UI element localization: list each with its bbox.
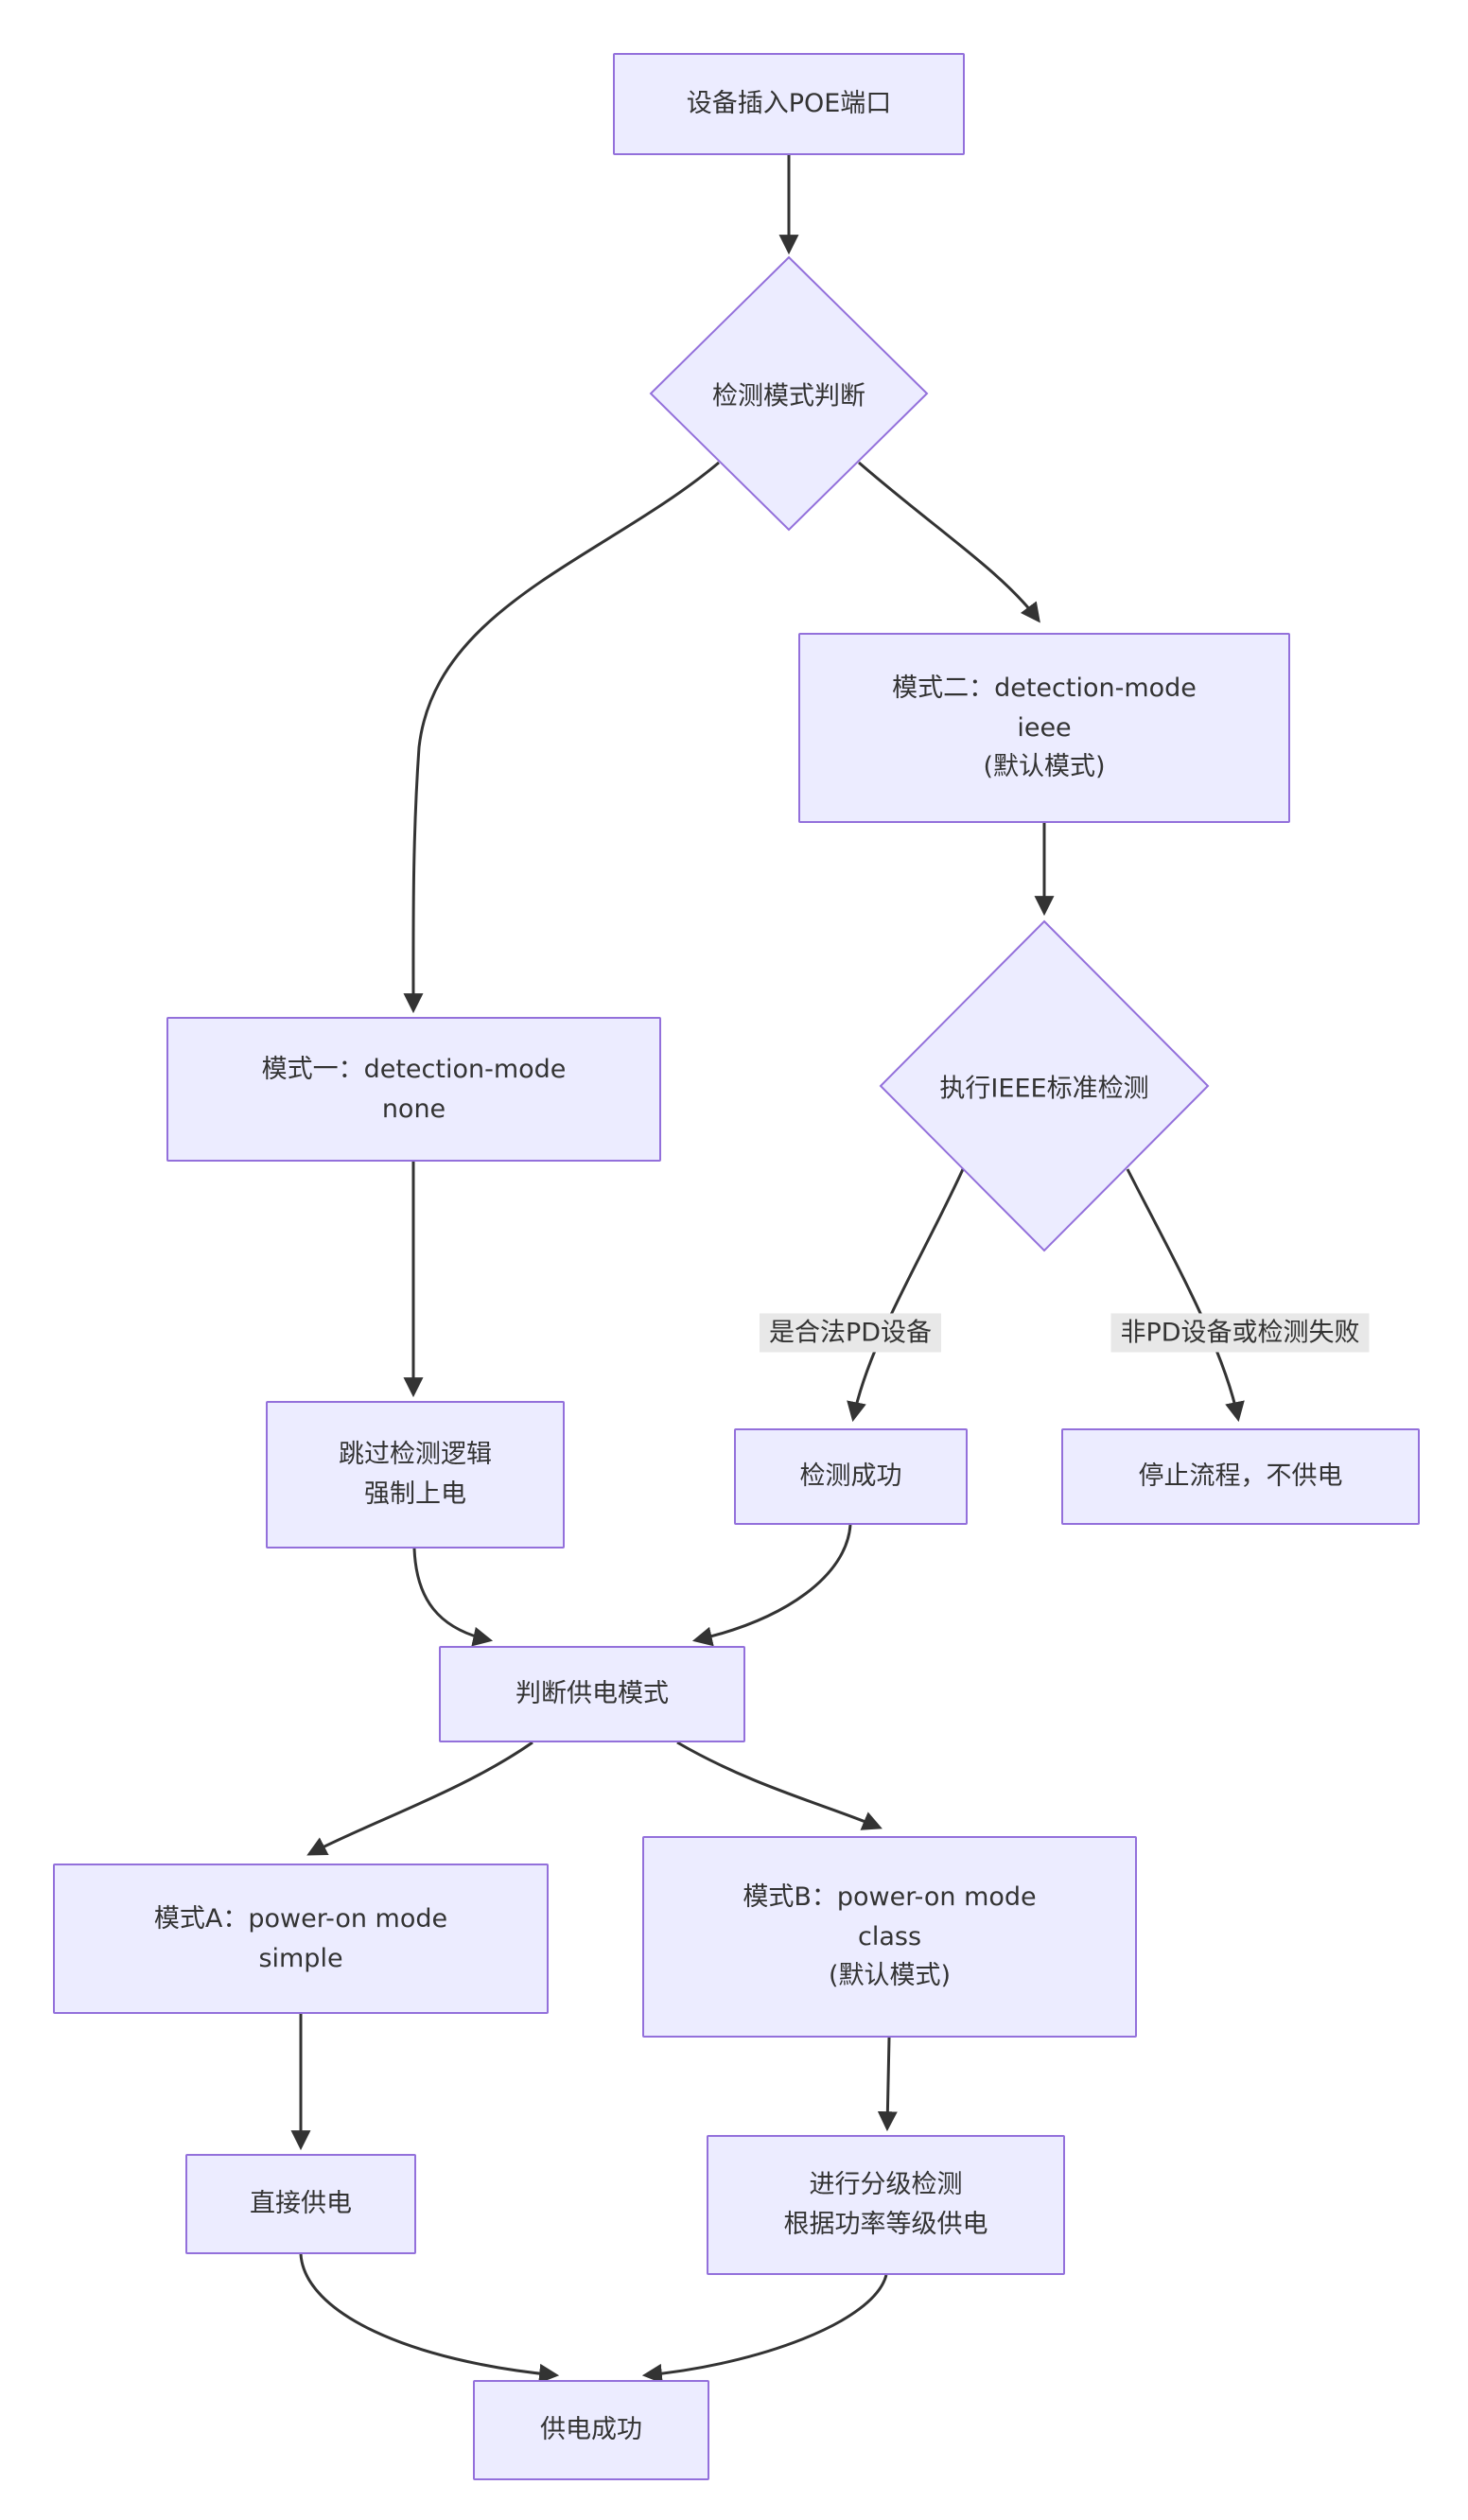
node-mode1-line1: 模式一：detection-mode (261, 1054, 567, 1084)
node-detect-success: 检测成功 (734, 1428, 968, 1525)
edge-powermode-to-modeB (676, 1741, 883, 1830)
node-stop-no-power-label: 停止流程，不供电 (1138, 1461, 1343, 1492)
edge-ieee-to-detectok (847, 1168, 965, 1423)
node-direct-power: 直接供电 (185, 2154, 416, 2254)
node-skip-detection-line2: 强制上电 (364, 1479, 466, 1509)
node-stop-no-power: 停止流程，不供电 (1061, 1428, 1420, 1525)
node-class-detection-line1: 进行分级检测 (809, 2170, 963, 2200)
node-modeB-line3: (默认模式) (828, 1961, 952, 1991)
node-mode1: 模式一：detection-mode none (166, 1017, 661, 1162)
node-direct-power-label: 直接供电 (250, 2189, 352, 2219)
node-device-insert: 设备插入POE端口 (613, 53, 965, 155)
node-class-detection: 进行分级检测 根据功率等级供电 (707, 2135, 1065, 2275)
edge-label-valid-pd: 是合法PD设备 (759, 1313, 942, 1353)
node-mode2-line1: 模式二：detection-mode (892, 673, 1197, 703)
node-modeB: 模式B：power-on mode class (默认模式) (642, 1836, 1137, 2038)
node-power-success: 供电成功 (473, 2380, 709, 2480)
edge-decision-to-mode2 (858, 461, 1040, 623)
node-modeA: 模式A：power-on mode simple (53, 1864, 549, 2014)
node-mode2-line2: ieee (1017, 712, 1072, 743)
edge-classdetect-to-success (641, 2274, 888, 2384)
node-modeB-line2: class (857, 1921, 922, 1951)
node-skip-detection-line1: 跳过检测逻辑 (339, 1440, 492, 1470)
edge-skip-to-powermode (412, 1548, 494, 1647)
node-power-mode-decision: 判断供电模式 (439, 1646, 745, 1742)
diamond-detection-mode-decision (649, 255, 929, 532)
edge-detectok-to-powermode (691, 1524, 852, 1647)
node-modeA-line1: 模式A：power-on mode (153, 1903, 448, 1934)
edge-direct-to-success (299, 2253, 560, 2384)
node-power-mode-decision-label: 判断供电模式 (516, 1679, 669, 1709)
edge-powermode-to-modeA (306, 1741, 533, 1856)
node-modeB-line1: 模式B：power-on mode (743, 1881, 1037, 1912)
edge-label-invalid-pd: 非PD设备或检测失败 (1110, 1313, 1370, 1353)
edge-decision-to-mode1 (403, 461, 720, 1014)
diamond-ieee-detection (879, 919, 1210, 1252)
node-mode2-line3: (默认模式) (983, 752, 1106, 782)
node-power-success-label: 供电成功 (540, 2415, 642, 2445)
node-detection-mode-decision-label: 检测模式判断 (712, 381, 865, 411)
node-modeA-line2: simple (258, 1943, 343, 1973)
node-mode1-line2: none (381, 1094, 446, 1124)
node-skip-detection: 跳过检测逻辑 强制上电 (266, 1401, 565, 1549)
node-ieee-detection-label: 执行IEEE标准检测 (939, 1074, 1149, 1104)
node-detect-success-label: 检测成功 (799, 1461, 902, 1492)
node-class-detection-line2: 根据功率等级供电 (783, 2210, 988, 2239)
node-device-insert-label: 设备插入POE端口 (686, 89, 892, 119)
edge-modeB-to-classdetect (877, 2037, 898, 2132)
node-mode2: 模式二：detection-mode ieee (默认模式) (798, 633, 1290, 823)
edge-ieee-to-stop (1126, 1168, 1245, 1423)
